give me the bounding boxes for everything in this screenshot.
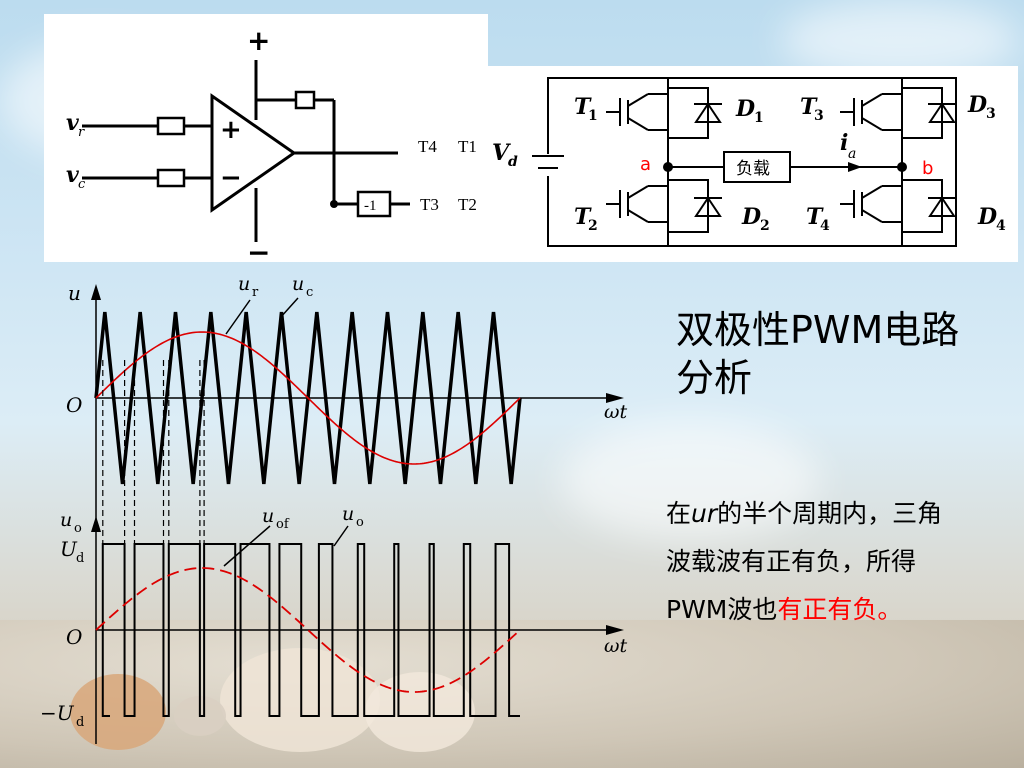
- top-x-axis-label: ωt: [604, 401, 627, 423]
- intersection-guide-lines: [102, 360, 205, 544]
- current-arrow: [848, 162, 862, 172]
- pwm-output-plot: u o U d −U d O ωt u of u o: [40, 503, 627, 744]
- description-part-2: 的半个周期内，三角波载波有正有负，所得PWM波也: [666, 499, 943, 624]
- h-bridge-circuit: T 1 T 2 T 3 T 4 D 1 D 2 D 3 D 4 V d a b …: [492, 77, 1006, 247]
- input-vr-label: v: [66, 110, 79, 136]
- output-label-t1: T1: [458, 137, 477, 156]
- top-origin-label: O: [66, 393, 82, 417]
- t2-sub: 2: [588, 218, 598, 234]
- bottom-x-arrow: [606, 625, 624, 635]
- ur-sub: r: [252, 285, 259, 300]
- inverter-output-t2: T2: [458, 195, 477, 214]
- bottom-y-axis-label: u: [60, 509, 72, 531]
- d1-label: D: [735, 96, 755, 122]
- sand-background: [0, 620, 1024, 768]
- current-label: i: [840, 130, 848, 156]
- input-vc-label: v: [66, 162, 79, 188]
- t4-sub: 4: [820, 218, 830, 234]
- node-b-dot: [897, 162, 907, 172]
- t3-label: T: [800, 94, 818, 120]
- load-label: 负载: [736, 159, 770, 179]
- carrier-reference-plot: u O ωt u r u c: [66, 273, 627, 520]
- neg-ud-sub: d: [76, 715, 84, 730]
- inverting-input-sign: −: [220, 163, 242, 193]
- bottom-y-axis-sub: o: [74, 521, 82, 536]
- d1-sub: 1: [754, 110, 764, 126]
- d4-label: D: [977, 204, 997, 230]
- neg-ud-label: −U: [40, 701, 75, 725]
- t1-label: T: [574, 94, 592, 120]
- vd-label: V: [492, 140, 511, 166]
- sinusoidal-reference-wave: [95, 331, 521, 465]
- node-a-dot: [663, 162, 673, 172]
- node-b-label: b: [922, 158, 933, 179]
- noninverting-input-sign: +: [220, 115, 242, 145]
- ur-pointer: [225, 299, 251, 335]
- t1-sub: 1: [588, 108, 598, 124]
- t2-label: T: [574, 204, 592, 230]
- bottom-origin-label: O: [66, 625, 82, 649]
- inverter-label: -1: [364, 198, 377, 214]
- d3-sub: 3: [986, 106, 996, 122]
- input-vc-sub: c: [78, 177, 86, 192]
- vd-sub: d: [508, 154, 518, 170]
- d4-sub: 4: [996, 218, 1006, 234]
- uof-pointer: [223, 525, 271, 567]
- uc-pointer: [279, 297, 299, 319]
- ud-label: U: [60, 537, 78, 561]
- description-ur: ur: [691, 499, 718, 528]
- top-y-axis-label: u: [68, 281, 81, 305]
- slide-title: 双极性PWM电路分析: [676, 308, 960, 400]
- description-highlight: 有正有负。: [777, 595, 903, 624]
- description-text: 在ur的半个周期内，三角波载波有正有负，所得PWM波也有正有负。: [666, 490, 966, 634]
- inverter-output-t3: T3: [420, 195, 439, 214]
- top-y-arrow: [91, 284, 101, 300]
- negative-supply-label: −: [247, 236, 270, 269]
- d3-label: D: [967, 92, 987, 118]
- uo-pointer: [333, 525, 349, 547]
- d2-sub: 2: [760, 218, 770, 234]
- top-x-arrow: [606, 393, 624, 403]
- t4-label: T: [806, 204, 824, 230]
- input-vr-sub: r: [78, 125, 85, 140]
- uc-label: u: [292, 273, 304, 295]
- ud-sub: d: [76, 551, 84, 566]
- h-bridge-panel: T 1 T 2 T 3 T 4 D 1 D 2 D 3 D 4 V d a b …: [488, 66, 1018, 262]
- description-part-1: 在: [666, 499, 692, 528]
- pwm-output-wave: [101, 543, 520, 717]
- uo-sub: o: [356, 515, 364, 530]
- uof-label: u: [262, 505, 274, 527]
- output-label-t4: T4: [418, 137, 437, 156]
- d2-label: D: [741, 204, 761, 230]
- uof-sub: of: [276, 517, 290, 532]
- comparator-circuit: v r v c + − + − T4 T1 -1 T3 T2: [66, 24, 477, 269]
- comparator-circuit-panel: v r v c + − + − T4 T1 -1 T3 T2: [44, 14, 488, 269]
- bottom-x-axis-label: ωt: [604, 635, 627, 657]
- t3-sub: 3: [814, 108, 824, 124]
- bottom-y-arrow: [91, 516, 101, 532]
- cloud-decoration: [560, 420, 820, 540]
- uo-label: u: [342, 503, 354, 525]
- uc-sub: c: [306, 285, 313, 300]
- load-box: [723, 151, 791, 183]
- positive-supply-label: +: [247, 24, 270, 57]
- node-a-label: a: [640, 154, 651, 175]
- current-sub: a: [848, 146, 856, 162]
- ur-label: u: [238, 273, 250, 295]
